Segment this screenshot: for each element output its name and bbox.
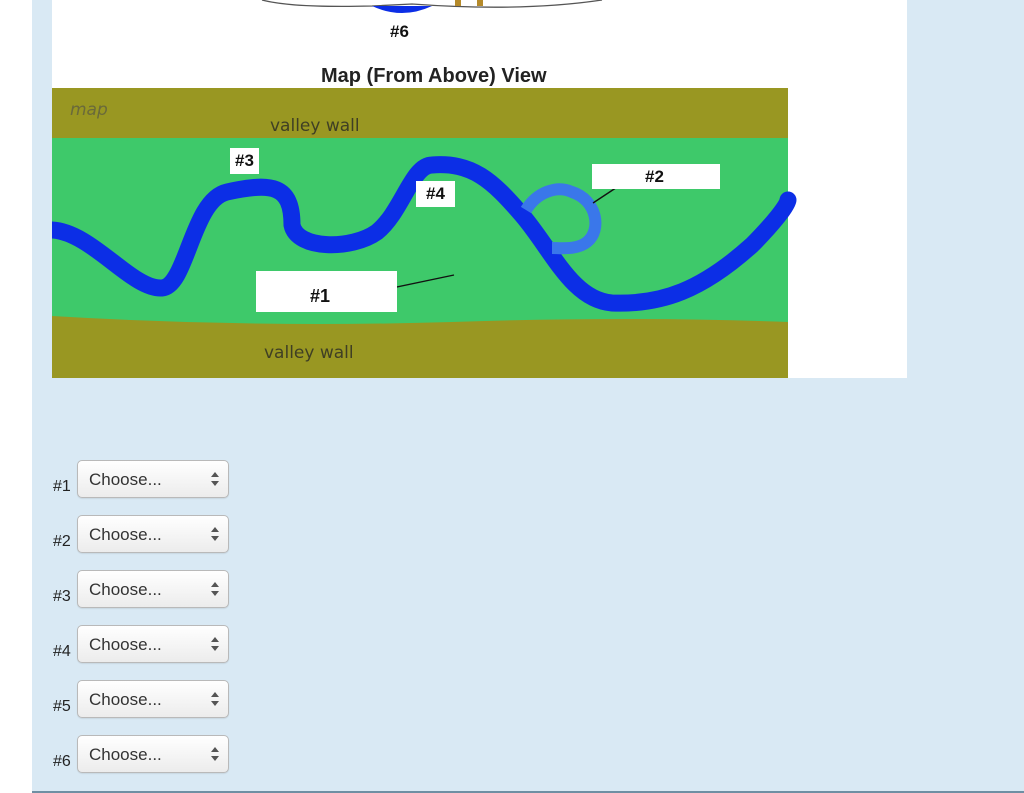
answer-select-5[interactable]: Choose... <box>77 680 229 718</box>
map-tag-4: #4 <box>416 181 455 207</box>
map-tag-2: #2 <box>592 164 720 189</box>
answer-label: #6 <box>53 753 71 770</box>
side-view-tag-6: #6 <box>390 22 409 41</box>
river-channel <box>52 156 797 312</box>
valley-wall-label-top: valley wall <box>270 116 360 136</box>
answer-label: #5 <box>53 698 71 715</box>
answer-select-4[interactable]: Choose... <box>77 625 229 663</box>
map-floor-edge-bottom <box>52 310 788 324</box>
answer-label: #1 <box>53 478 71 495</box>
select-value: Choose... <box>89 635 162 654</box>
map-illustration <box>52 0 797 378</box>
answer-select-1[interactable]: Choose... <box>77 460 229 498</box>
page-bottom-border <box>32 791 1024 793</box>
map-tag-1: #1 <box>256 271 397 312</box>
select-value: Choose... <box>89 525 162 544</box>
select-arrows-icon <box>211 472 219 486</box>
side-view-river <box>372 6 432 13</box>
select-value: Choose... <box>89 580 162 599</box>
map-title: Map (From Above) View <box>321 65 547 87</box>
answer-label: #4 <box>53 643 71 660</box>
answer-row-6: #6 Choose... <box>53 735 253 775</box>
answer-row-1: #1 Choose... <box>53 460 253 500</box>
map-valley-wall-bottom <box>52 314 788 378</box>
select-arrows-icon <box>211 747 219 761</box>
answer-row-4: #4 Choose... <box>53 625 253 665</box>
map-corner-label: map <box>70 100 108 120</box>
side-view-outline <box>261 0 603 8</box>
select-arrows-icon <box>211 527 219 541</box>
oxbow-lake <box>520 183 602 255</box>
map-figure: #6 Map (From Above) View map valley wall… <box>52 0 907 378</box>
select-arrows-icon <box>211 582 219 596</box>
select-value: Choose... <box>89 745 162 764</box>
map-tag-3: #3 <box>230 148 259 174</box>
answer-row-2: #2 Choose... <box>53 515 253 555</box>
answer-label: #3 <box>53 588 71 605</box>
select-arrows-icon <box>211 692 219 706</box>
side-view-post-1 <box>455 0 461 6</box>
side-view-post-2 <box>477 0 483 6</box>
answer-label: #2 <box>53 533 71 550</box>
answer-select-3[interactable]: Choose... <box>77 570 229 608</box>
answer-row-3: #3 Choose... <box>53 570 253 610</box>
select-arrows-icon <box>211 637 219 651</box>
answer-row-5: #5 Choose... <box>53 680 253 720</box>
answer-select-6[interactable]: Choose... <box>77 735 229 773</box>
valley-wall-label-bottom: valley wall <box>264 343 354 363</box>
answer-select-2[interactable]: Choose... <box>77 515 229 553</box>
map-valley-wall-top <box>52 88 788 146</box>
select-value: Choose... <box>89 470 162 489</box>
map-floor-edge-top <box>52 139 788 150</box>
select-value: Choose... <box>89 690 162 709</box>
